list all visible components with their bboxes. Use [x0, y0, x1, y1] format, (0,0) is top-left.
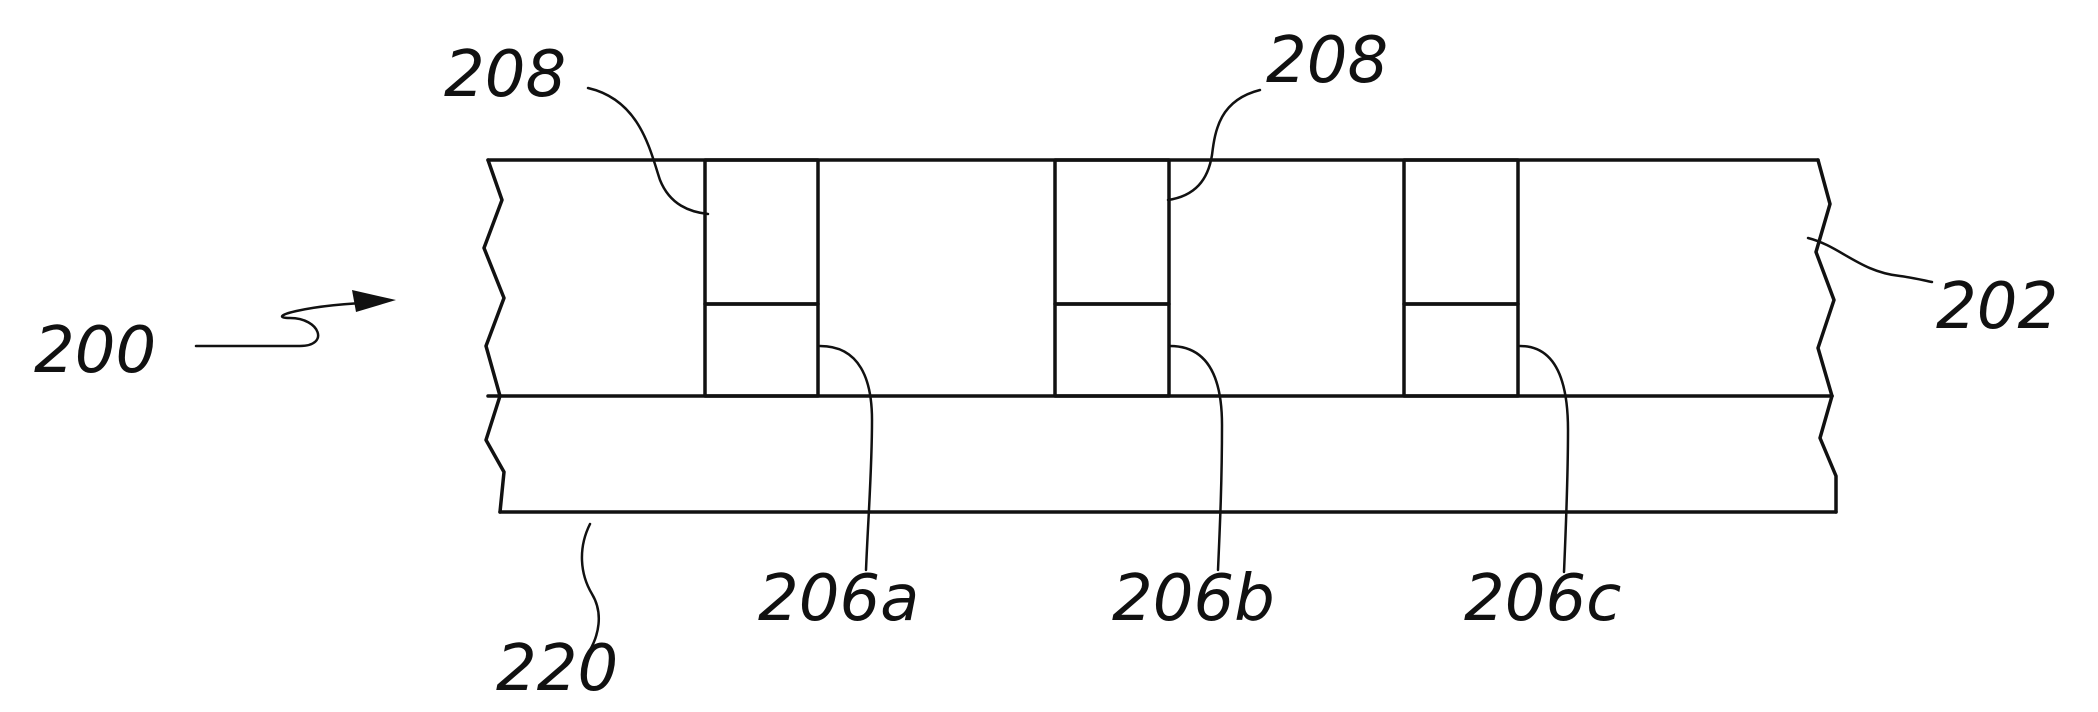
- label-top-layer: 202: [1936, 270, 2058, 344]
- label-assembly: 200: [34, 314, 156, 388]
- cap-left-leader: [588, 88, 708, 214]
- reference-labels: 200 202 220 208 208 206a 206b 206c: [34, 24, 2058, 706]
- pad-b-leader: [1170, 346, 1222, 570]
- pad-block-c: [1404, 304, 1518, 396]
- cap-middle-leader: [1168, 90, 1260, 200]
- cap-block-b: [1055, 160, 1169, 304]
- leader-lines: [196, 88, 1932, 650]
- pad-block-b: [1055, 304, 1169, 396]
- label-bottom-layer: 220: [496, 632, 618, 706]
- label-pad-a: 206a: [758, 562, 919, 636]
- block-stack-c: [1404, 160, 1518, 396]
- arrowhead: [352, 290, 396, 312]
- cap-block-a: [705, 160, 818, 304]
- pad-block-a: [705, 304, 818, 396]
- label-pad-c: 206c: [1464, 562, 1621, 636]
- label-pad-b: 206b: [1112, 562, 1275, 636]
- top-layer: [484, 160, 1834, 396]
- pad-a-leader: [820, 346, 872, 570]
- block-stack-b: [1055, 160, 1169, 396]
- assembly-leader: [196, 302, 382, 346]
- label-cap-left: 208: [444, 38, 566, 112]
- cap-block-c: [1404, 160, 1518, 304]
- right-break-line: [1816, 160, 1834, 396]
- label-cap-middle: 208: [1266, 24, 1388, 98]
- left-break-line: [484, 160, 504, 396]
- block-stack-a: [705, 160, 818, 396]
- bottom-layer: [486, 396, 1836, 512]
- pad-c-leader: [1520, 346, 1568, 572]
